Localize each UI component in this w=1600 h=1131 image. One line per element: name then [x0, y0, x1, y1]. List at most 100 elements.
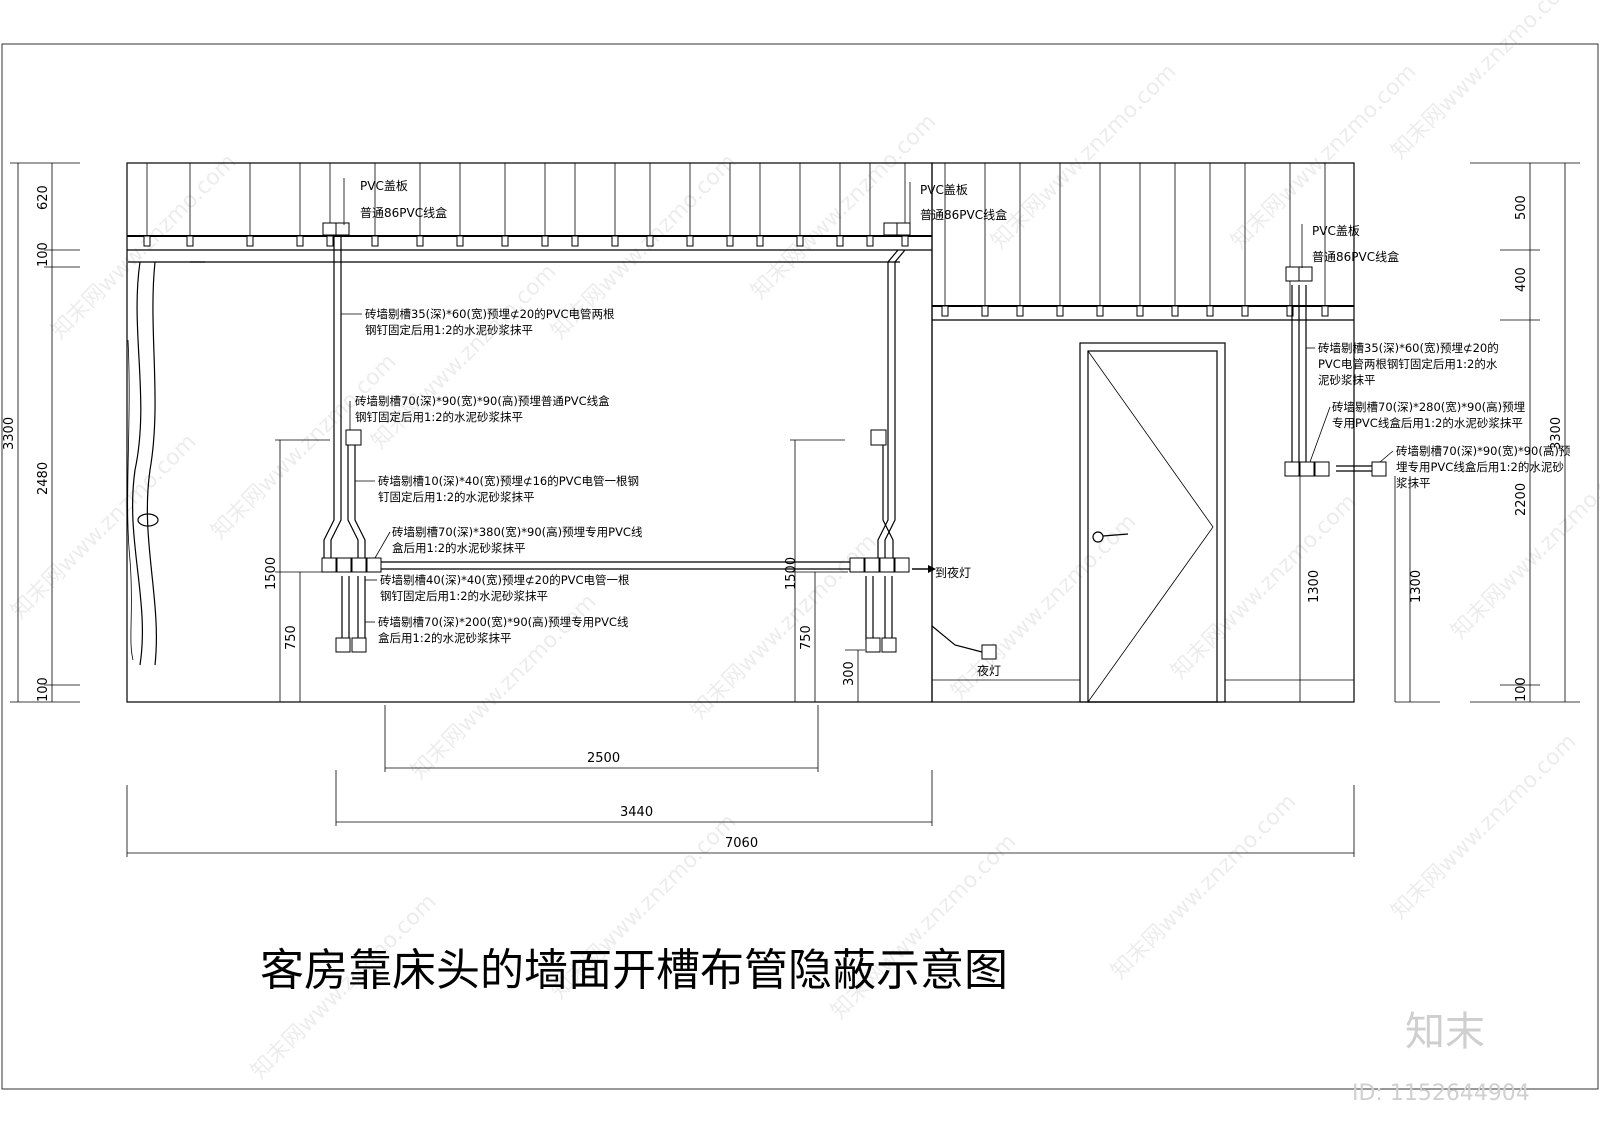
hanger-rod [686, 163, 694, 247]
bottom-dimension-chain: 2500 3440 7060 [126, 705, 1355, 857]
hanger-rod [866, 163, 874, 247]
dim-right-100: 100 [1514, 677, 1529, 702]
ceiling-box-1 [322, 222, 337, 236]
note-3: 砖墙剔槽10(深)*40(宽)预埋⊄16的PVC电管一根钢 钉固定后用1:2的水… [378, 474, 643, 504]
watermark-text: 知末网www.znzmo.com [7, 429, 202, 624]
hanger-rod [611, 163, 619, 247]
dim-left-3300: 3300 [2, 417, 17, 450]
note-9: 砖墙剔槽70(深)*90(宽)*90(高)预 埋专用PVC线盒后用1:2的水泥砂… [1396, 444, 1574, 490]
drawing-frame [1, 43, 1599, 1090]
conduit-center [865, 249, 983, 653]
ceiling-hangers-right [941, 163, 1329, 317]
hanger-rod [1171, 163, 1179, 317]
arrow-to-night-light [928, 565, 936, 573]
hanger-rod [1286, 163, 1294, 317]
dim-1300-b: 1300 [1409, 570, 1424, 603]
socket-box-c3 [879, 557, 895, 573]
hanger-rod [371, 163, 379, 247]
dim-1300-a: 1300 [1307, 570, 1322, 603]
dim-750-left: 750 [284, 625, 299, 650]
socket-box-l6 [351, 637, 367, 653]
dim-right-3300: 3300 [1549, 417, 1564, 450]
socket-box-c6 [881, 637, 897, 653]
socket-box-c4 [894, 557, 910, 573]
hanger-rod [726, 163, 734, 247]
note-4: 砖墙剔槽70(深)*380(宽)*90(高)预埋专用PVC线 盒后用1:2的水泥… [392, 525, 646, 555]
hanger-rod [1016, 163, 1024, 317]
hanger-rod [186, 163, 194, 247]
to-night-light-label: 到夜灯 [935, 565, 971, 580]
drawing-title: 客房靠床头的墙面开槽布管隐蔽示意图 [260, 945, 1008, 996]
hanger-rod [1056, 163, 1064, 317]
socket-box-r4 [1371, 461, 1387, 477]
wall-box-left [345, 429, 362, 446]
door-handle-icon [1092, 531, 1104, 543]
watermark-text: 知末网www.znzmo.com [1447, 449, 1600, 644]
dim-right-400: 400 [1514, 267, 1529, 292]
dim-left-100-top: 100 [36, 242, 51, 267]
left-dimension-chain: 620 100 2480 3300 100 [2, 162, 80, 703]
dim-left-100-bottom: 100 [36, 677, 51, 702]
dim-750-center: 750 [799, 625, 814, 650]
dim-1500-left: 1500 [264, 557, 279, 590]
dim-right-500: 500 [1514, 195, 1529, 220]
curtain [127, 261, 205, 666]
hanger-rod [836, 163, 844, 247]
ceiling-box-3 [1285, 266, 1300, 282]
box86-label-2: 普通86PVC线盒 [920, 207, 1007, 222]
ceiling-hangers-left [143, 163, 909, 247]
night-light-conduit [931, 625, 983, 653]
hanger-rod [541, 163, 549, 247]
box86-label-3: 普通86PVC线盒 [1312, 249, 1399, 264]
conduit-left [323, 234, 852, 640]
hanger-rod [143, 163, 151, 247]
ceiling-box-2b [896, 222, 911, 236]
watermark-text: 知末网www.znzmo.com [207, 349, 402, 544]
watermark-text: 知末网www.znzmo.com [1387, 729, 1582, 924]
note-6: 砖墙剔槽70(深)*200(宽)*90(高)预埋专用PVC线 盒后用1:2的水泥… [378, 615, 632, 645]
hanger-rod [571, 163, 579, 247]
image-id: ID: 1152644904 [1352, 1081, 1530, 1106]
socket-box-c1 [849, 557, 865, 573]
hanger-rod [246, 163, 254, 247]
note-7: 砖墙剔槽35(深)*60(宽)预埋⊄20的 PVC电管两根钢钉固定后用1:2的水… [1318, 341, 1502, 387]
inner-dimensions: 1500 750 1500 750 300 1300 1300 [264, 439, 1440, 703]
socket-box-l5 [335, 637, 351, 653]
dim-300: 300 [842, 661, 857, 686]
watermark-text: 知末网www.znzmo.com [947, 509, 1142, 704]
watermark-text: 知末网www.znzmo.com [1167, 489, 1362, 684]
door [1079, 342, 1226, 703]
hanger-rod [1241, 163, 1249, 317]
door-swing-line [1087, 350, 1214, 703]
hanger-rod [941, 163, 949, 317]
hanger-rod [646, 163, 654, 247]
pvc-cover-label-1: PVC盖板 [360, 179, 408, 193]
dim-left-620: 620 [36, 185, 51, 210]
watermark-text: 知末网www.znzmo.com [987, 59, 1182, 254]
socket-box-l1 [321, 557, 337, 573]
night-light-box [981, 644, 997, 660]
hanger-rod [756, 163, 764, 247]
night-light-label: 夜灯 [977, 663, 1001, 678]
hanger-rod [501, 163, 509, 247]
watermark-text: 知末网www.znzmo.com [367, 259, 562, 454]
box86-label-1: 普通86PVC线盒 [360, 205, 447, 220]
hanger-rod [456, 163, 464, 247]
ceiling-box-3b [1298, 266, 1313, 282]
right-dimension-chain: 500 400 2200 3300 100 [1470, 162, 1580, 703]
construction-notes: 砖墙剔槽35(深)*60(宽)预埋⊄20的PVC电管两根 钢钉固定后用1:2的水… [341, 307, 1574, 645]
conduit-right [1291, 285, 1372, 472]
door-frame-inner [1087, 350, 1218, 703]
note-2: 砖墙剔槽70(深)*90(宽)*90(高)预埋普通PVC线盒 钢钉固定后用1:2… [355, 394, 613, 424]
socket-box-l2 [336, 557, 352, 573]
brand-logo-text: 知末 [1405, 1009, 1485, 1055]
pvc-labels: PVC盖板 普通86PVC线盒 PVC盖板 普通86PVC线盒 PVC盖板 普通… [343, 178, 1399, 678]
hanger-rod [1206, 163, 1214, 317]
watermark-text: 知末网www.znzmo.com [1107, 789, 1302, 984]
hanger-rod [1136, 163, 1144, 317]
ceiling-box-1b [335, 222, 350, 236]
pvc-cover-label-2: PVC盖板 [920, 183, 968, 197]
socket-box-r2 [1299, 461, 1315, 477]
socket-box-l3 [351, 557, 367, 573]
